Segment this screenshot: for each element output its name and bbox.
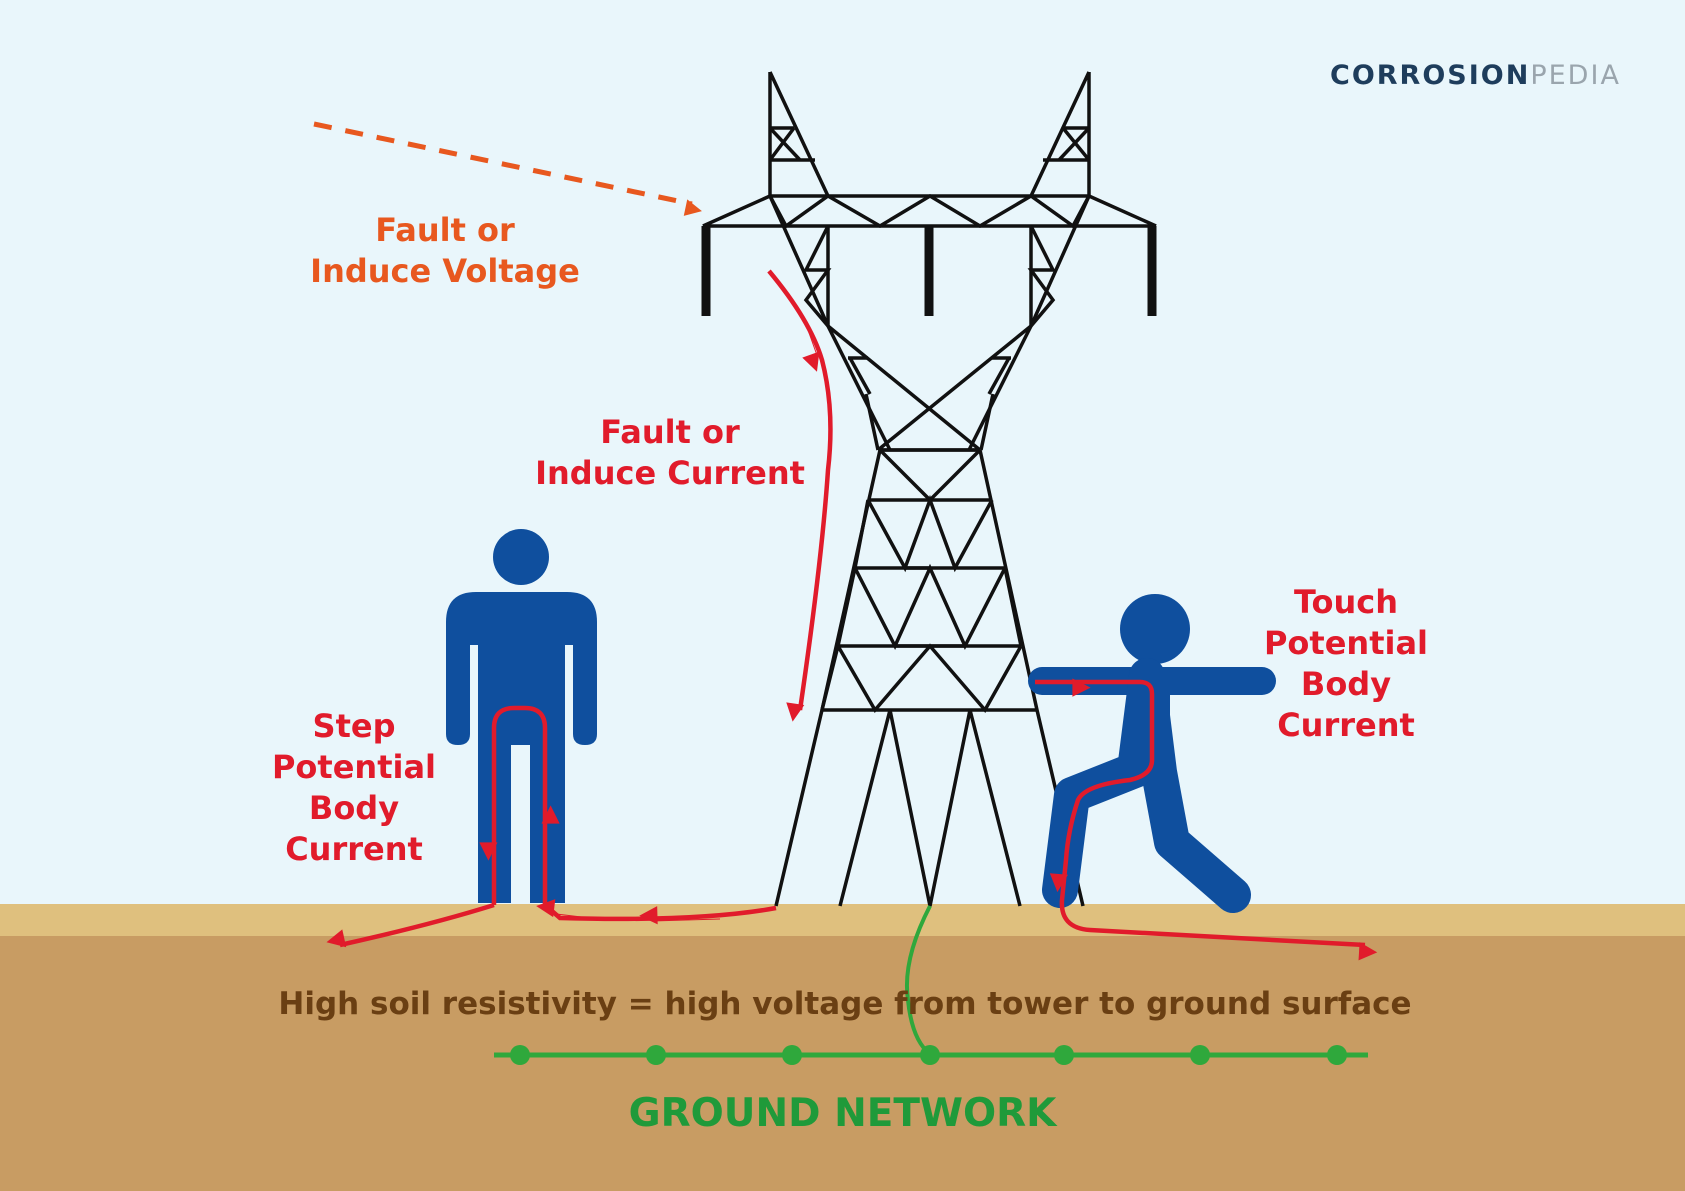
fault-current-line-1: Fault or [600,413,740,451]
soil-layer [0,936,1685,1191]
brand-logo-part2: PEDIA [1530,60,1621,91]
fault-current-line-2: Induce Current [535,454,805,492]
standing-person-icon [446,529,597,903]
touch-potential-line-1: Touch [1293,583,1399,621]
step-current-left [491,705,548,905]
fault-voltage-label: Fault or Induce Voltage [300,210,590,292]
tower-current-midarrow [802,329,820,372]
step-ground-left [326,902,495,948]
step-potential-label: Step Potential Body Current [264,706,444,870]
fault-voltage-line-2: Induce Voltage [310,252,580,290]
touch-potential-line-2: Potential [1263,624,1429,662]
transmission-tower-icon [701,71,1157,907]
current-paths [326,269,1378,961]
touch-potential-label: Touch Potential Body Current [1256,582,1436,746]
soil-resistivity-text: High soil resistivity = high voltage fro… [278,986,1412,1022]
tower-current-path [767,269,833,722]
ground-network-grid [494,905,1368,1065]
brand-logo-part1: CORROSION [1330,60,1531,91]
fault-current-label: Fault or Induce Current [530,412,810,494]
voltage-arrow [313,121,702,216]
step-potential-line-2: Potential [271,748,437,786]
fault-voltage-line-1: Fault or [375,211,515,249]
step-potential-line-4: Current [285,830,423,868]
step-ground-right [543,903,777,922]
touch-current-path [1035,679,1366,948]
ground-network-label: GROUND NETWORK [628,1091,1057,1136]
ground-surface [0,904,1685,938]
brand-logo: CORROSIONPEDIA [1330,60,1621,91]
step-potential-line-3: Body [308,789,400,827]
step-potential-line-1: Step [312,707,396,745]
touch-potential-line-4: Current [1277,706,1415,744]
touch-potential-line-3: Body [1300,665,1392,703]
